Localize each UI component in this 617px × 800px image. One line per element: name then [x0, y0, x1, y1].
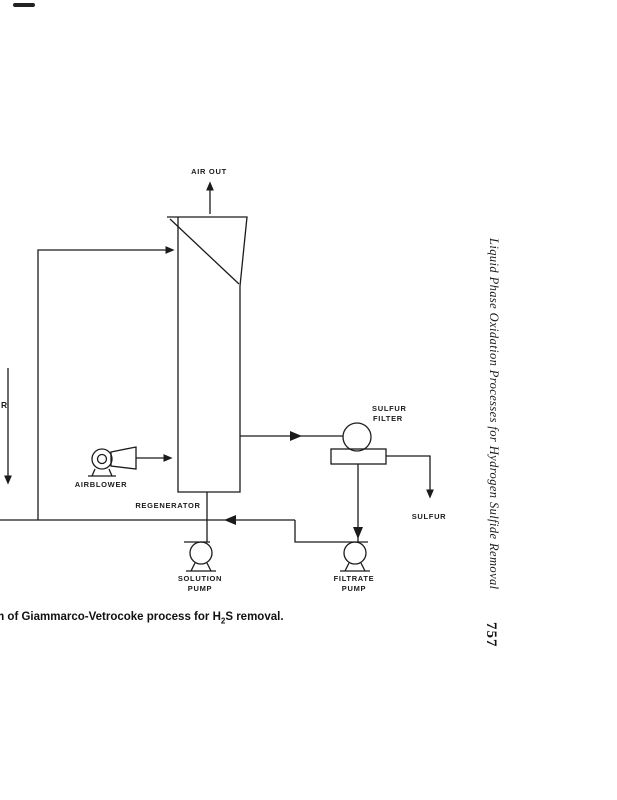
caption-text-end: S removal. — [225, 611, 284, 623]
sulfur-filter-label-line1: SULFUR — [372, 404, 407, 413]
filtrate-discharge-line — [294, 520, 340, 543]
airblower-icon — [88, 446, 137, 477]
sulfur-filter-label-line2: FILTER — [373, 414, 403, 423]
sulfur-out-label: SULFUR — [412, 512, 447, 521]
solution-pump-label-line2: PUMP — [188, 584, 212, 593]
absorber-label-fragment: R — [1, 400, 8, 410]
filtrate-pump-icon — [340, 541, 370, 572]
page-number: 757 — [483, 622, 499, 648]
solution-pump-label-line1: SOLUTION — [178, 574, 222, 583]
flow-lines — [0, 181, 434, 572]
flow-arrow-right — [290, 431, 302, 441]
filtrate-pump-label-line1: FILTRATE — [334, 574, 375, 583]
solution-pump-icon — [184, 541, 216, 572]
scan-artifact — [13, 3, 35, 7]
caption-text-start: m of Giammarco-Vetrocoke process for H — [0, 611, 221, 623]
caption-subscript: 2 — [220, 616, 226, 626]
filtrate-pump-label-line2: PUMP — [342, 584, 366, 593]
regenerator-vessel — [167, 216, 248, 493]
figure-caption: m of Giammarco-Vetrocoke process for H2S… — [0, 611, 284, 625]
running-title: Liquid Phase Oxidation Processes for Hyd… — [487, 238, 501, 590]
airblower-label: AIRBLOWER — [75, 480, 128, 489]
sulfur-out-line — [386, 455, 434, 499]
regenerator-label: REGENERATOR — [135, 501, 200, 510]
flow-arrow-left — [224, 515, 236, 525]
flow-arrow-down — [353, 527, 363, 539]
air-out-label: AIR OUT — [191, 167, 227, 176]
feed-line — [37, 246, 175, 520]
sulfur-filter-icon — [330, 422, 387, 465]
